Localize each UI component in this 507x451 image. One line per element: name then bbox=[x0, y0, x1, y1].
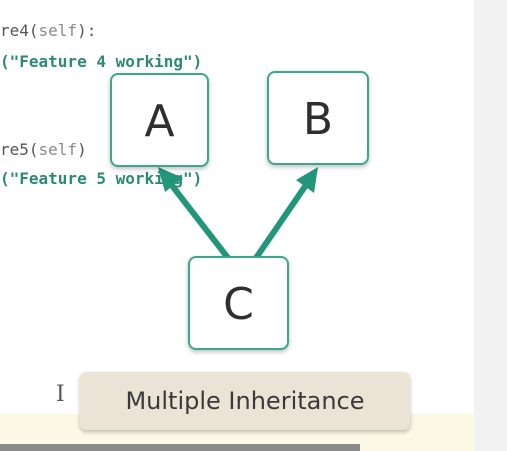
node-c: C bbox=[188, 256, 289, 350]
node-a: A bbox=[110, 73, 209, 167]
arrow-c-to-b bbox=[253, 167, 318, 261]
arrow-c-to-a bbox=[158, 167, 231, 261]
code-line-def-feature5: re5(self) bbox=[0, 140, 87, 160]
inheritance-diagram: A B C bbox=[110, 71, 369, 350]
code-line-def-feature4: re4(self): bbox=[0, 21, 96, 41]
code-line-print-feature4: ("Feature 4 working") bbox=[0, 52, 203, 71]
text-cursor-icon: I bbox=[56, 382, 65, 407]
node-c-label: C bbox=[223, 279, 254, 330]
code-def-name: re4( bbox=[0, 21, 39, 40]
code-def-tail: ) bbox=[77, 140, 87, 159]
code-def-name: re5( bbox=[0, 140, 39, 159]
node-a-label: A bbox=[144, 96, 174, 147]
code-def-tail: ): bbox=[77, 21, 97, 40]
horizontal-scrollbar[interactable] bbox=[0, 444, 360, 451]
node-b-label: B bbox=[303, 94, 333, 145]
code-line-print-feature5: ("Feature 5 working") bbox=[0, 169, 203, 188]
right-margin bbox=[474, 0, 507, 451]
code-self-param: self bbox=[38, 21, 78, 40]
caption-box: Multiple Inheritance bbox=[80, 372, 410, 430]
node-b: B bbox=[267, 71, 369, 165]
caption-text: Multiple Inheritance bbox=[125, 387, 365, 415]
code-self-param: self bbox=[38, 140, 78, 159]
